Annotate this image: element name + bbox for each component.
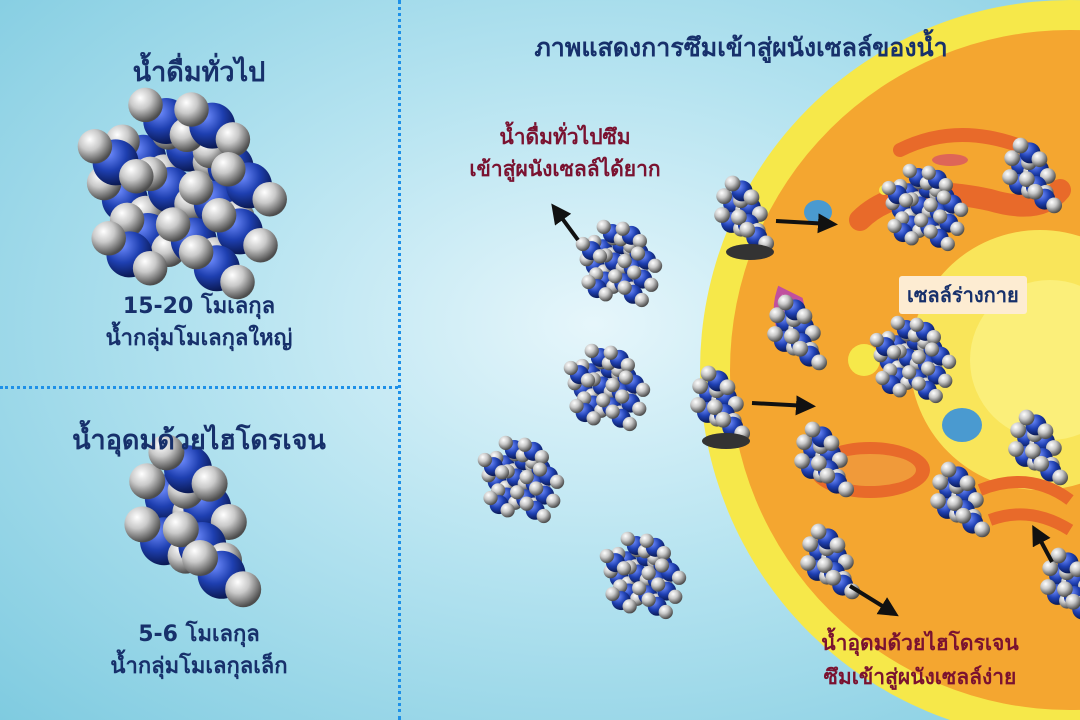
vertical-divider <box>398 0 401 720</box>
hydrogen-water-count: 5-6 โมเลกุล <box>138 622 260 647</box>
hydrogen-water-label-line1: น้ำอุดมด้วยไฮโดรเจน <box>821 631 1019 655</box>
hydrogen-water-title: น้ำอุดมด้วยไฮโดรเจน <box>72 425 326 456</box>
shadow <box>726 244 774 260</box>
horizontal-divider <box>0 386 398 389</box>
hydrogen-water-label-line2: ซึมเข้าสู่ผนังเซลล์ง่าย <box>823 665 1017 689</box>
normal-water-title: น้ำดื่มทั่วไป <box>132 57 266 88</box>
main-title: ภาพแสดงการซึมเข้าสู่ผนังเซลล์ของน้ำ <box>534 33 948 62</box>
large-water-cluster <box>78 88 287 300</box>
normal-water-count: 15-20 โมเลกุล <box>122 294 276 319</box>
arrows <box>551 203 1054 617</box>
normal-water-label-line1: น้ำดื่มทั่วไปซึม <box>499 125 631 149</box>
cell-label: เซลล์ร่างกาย <box>899 276 1027 314</box>
hydrogen-water-desc: น้ำกลุ่มโมเลกุลเล็ก <box>110 654 288 679</box>
shadow <box>702 433 750 449</box>
normal-water-desc: น้ำกลุ่มโมเลกุลใหญ่ <box>105 326 293 351</box>
normal-water-label-line2: เข้าสู่ผนังเซลล์ได้ยาก <box>469 157 661 181</box>
